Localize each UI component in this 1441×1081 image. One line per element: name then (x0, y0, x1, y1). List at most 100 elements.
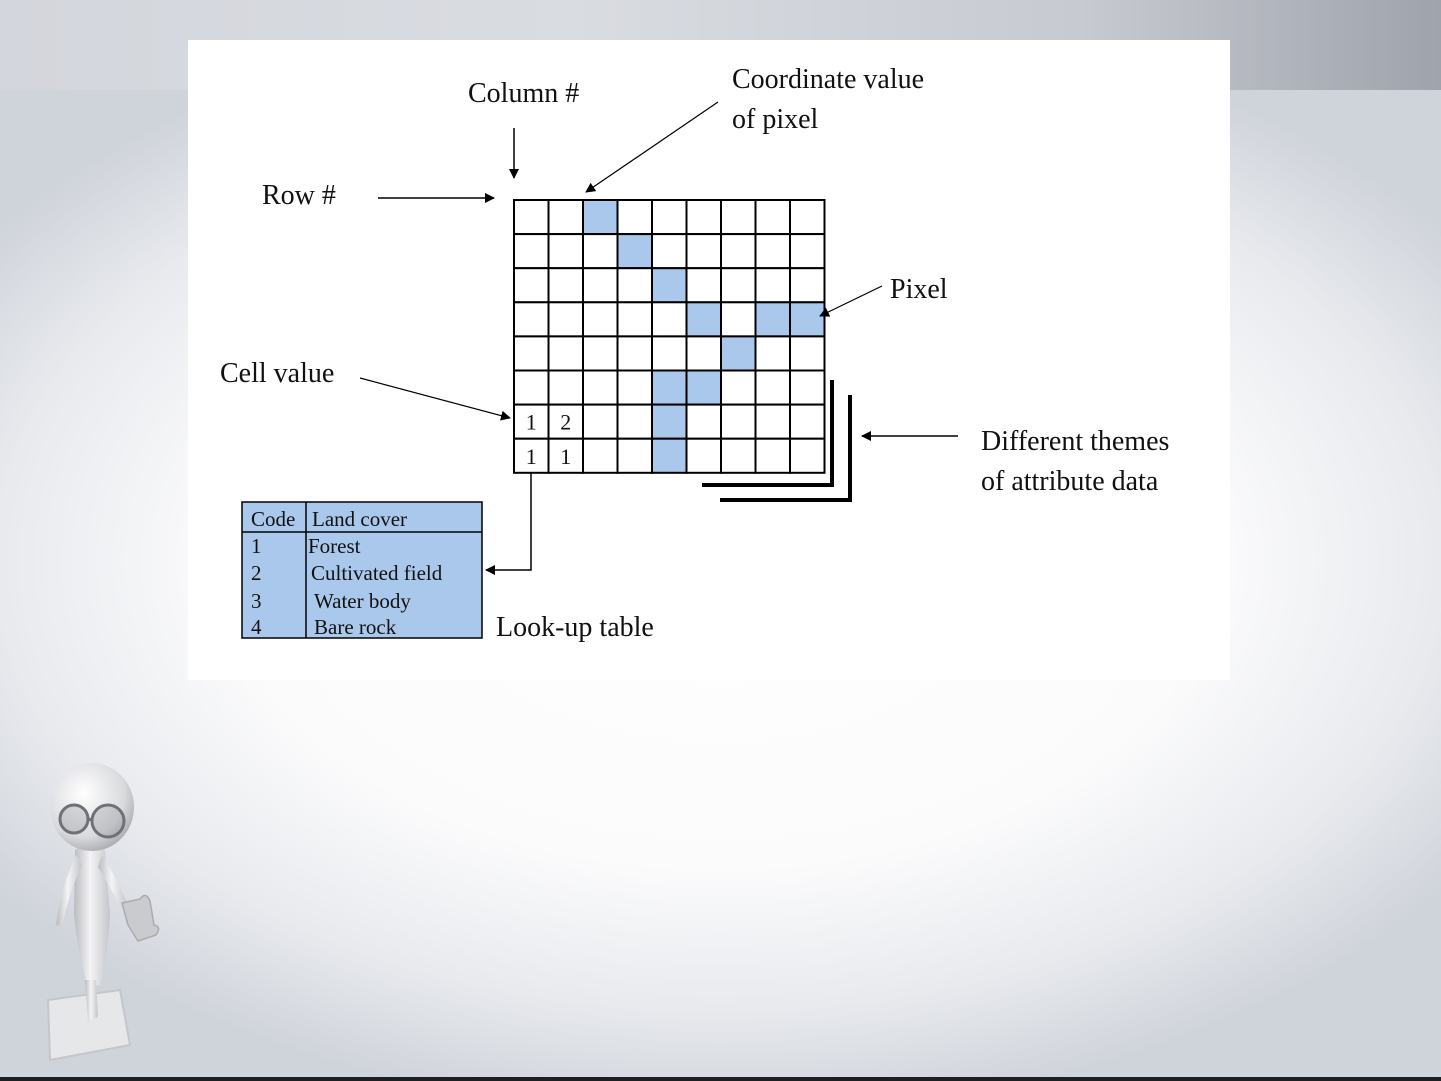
grid-cell (583, 336, 618, 370)
lookup-code-2: 2 (251, 561, 262, 585)
grid-cell (514, 200, 549, 234)
lookup-cover-3: Water body (314, 589, 411, 613)
coordinate-label-line1: Coordinate value (732, 64, 924, 95)
grid-cell (756, 371, 791, 405)
glasses-bridge (88, 819, 92, 820)
grid-cell-highlighted (721, 336, 756, 370)
grid-cell-value: 2 (560, 410, 571, 435)
grid-cell-highlighted (583, 200, 618, 234)
grid-cell-value: 1 (526, 444, 537, 469)
cell-value-label: Cell value (220, 358, 334, 389)
themes-label-line2: of attribute data (981, 466, 1159, 497)
thinking-figure-illustration (30, 755, 170, 1070)
coordinate-label-line2: of pixel (732, 104, 819, 135)
grid-cell-highlighted (652, 439, 687, 473)
puzzle-piece-held (122, 895, 159, 941)
grid-cell (514, 234, 549, 268)
pixel-label: Pixel (890, 274, 948, 305)
grid-cell (583, 371, 618, 405)
grid-cell (756, 336, 791, 370)
grid-cell-highlighted (756, 302, 791, 336)
glasses-left-lens (60, 805, 88, 833)
themes-label-line1: Different themes (981, 426, 1169, 457)
grid-cell (583, 302, 618, 336)
grid-cell (618, 371, 653, 405)
grid-cell (756, 439, 791, 473)
grid-cell (514, 371, 549, 405)
grid-cell (549, 336, 584, 370)
pixel-arrow (820, 286, 882, 316)
grid-cell (618, 405, 653, 439)
grid-cell-value: 1 (526, 410, 537, 435)
grid-cell (687, 234, 722, 268)
grid-cell (790, 234, 825, 268)
column-label: Column # (468, 78, 579, 109)
grid-cell (790, 268, 825, 302)
lookup-header-land-cover: Land cover (312, 507, 407, 531)
grid-cell (687, 200, 722, 234)
row-label: Row # (262, 180, 336, 211)
grid-cell (583, 268, 618, 302)
grid-cell-highlighted (652, 268, 687, 302)
grid-cell (756, 200, 791, 234)
grid-cell (652, 200, 687, 234)
grid-cell (583, 234, 618, 268)
grid-cell (687, 268, 722, 302)
grid-cell (549, 200, 584, 234)
grid-cell (756, 268, 791, 302)
grid-cell-value: 1 (560, 444, 571, 469)
grid-cell (514, 336, 549, 370)
grid-cell-highlighted (687, 302, 722, 336)
coordinate-arrow (586, 102, 718, 192)
cell-value-arrow (360, 378, 510, 418)
grid-cell (583, 405, 618, 439)
lookup-cover-2: Cultivated field (311, 561, 443, 585)
grid-cell (618, 336, 653, 370)
lookup-arrow (486, 472, 531, 570)
grid-cell (721, 268, 756, 302)
grid-cell (790, 439, 825, 473)
grid-cell (721, 302, 756, 336)
grid-cell-highlighted (652, 405, 687, 439)
grid-cell (790, 336, 825, 370)
grid-cell (790, 405, 825, 439)
grid-cell (549, 268, 584, 302)
grid-cell (756, 405, 791, 439)
grid-cell-highlighted (618, 234, 653, 268)
lookup-code-3: 3 (251, 589, 262, 613)
lookup-header-code: Code (251, 507, 295, 531)
grid-cell (687, 336, 722, 370)
grid-cell (583, 439, 618, 473)
grid-cell (721, 405, 756, 439)
grid-cell-highlighted (687, 371, 722, 405)
grid-cell (549, 302, 584, 336)
grid-cell (790, 200, 825, 234)
grid-cell (721, 234, 756, 268)
grid-cell (618, 302, 653, 336)
lookup-table: Code Land cover 1 Forest 2 Cultivated fi… (242, 502, 482, 639)
grid-cell (549, 234, 584, 268)
grid-cell (687, 405, 722, 439)
grid-cell (549, 371, 584, 405)
grid-cell (514, 268, 549, 302)
grid-cell (721, 200, 756, 234)
figure-head (50, 763, 134, 851)
grid-cell (652, 336, 687, 370)
grid-cell-highlighted (652, 371, 687, 405)
grid-cell (618, 268, 653, 302)
grid-cell (652, 302, 687, 336)
grid-cell (514, 302, 549, 336)
grid-cell (618, 439, 653, 473)
lookup-code-1: 1 (251, 534, 262, 558)
lookup-code-4: 4 (251, 615, 262, 639)
glasses-right-lens (92, 805, 124, 837)
grid-cell-highlighted (790, 302, 825, 336)
lookup-cover-1: Forest (308, 534, 361, 558)
lookup-table-label: Look-up table (496, 612, 654, 643)
grid-cell (756, 234, 791, 268)
slide-bottom-rule (0, 1077, 1441, 1081)
grid-cell (687, 439, 722, 473)
